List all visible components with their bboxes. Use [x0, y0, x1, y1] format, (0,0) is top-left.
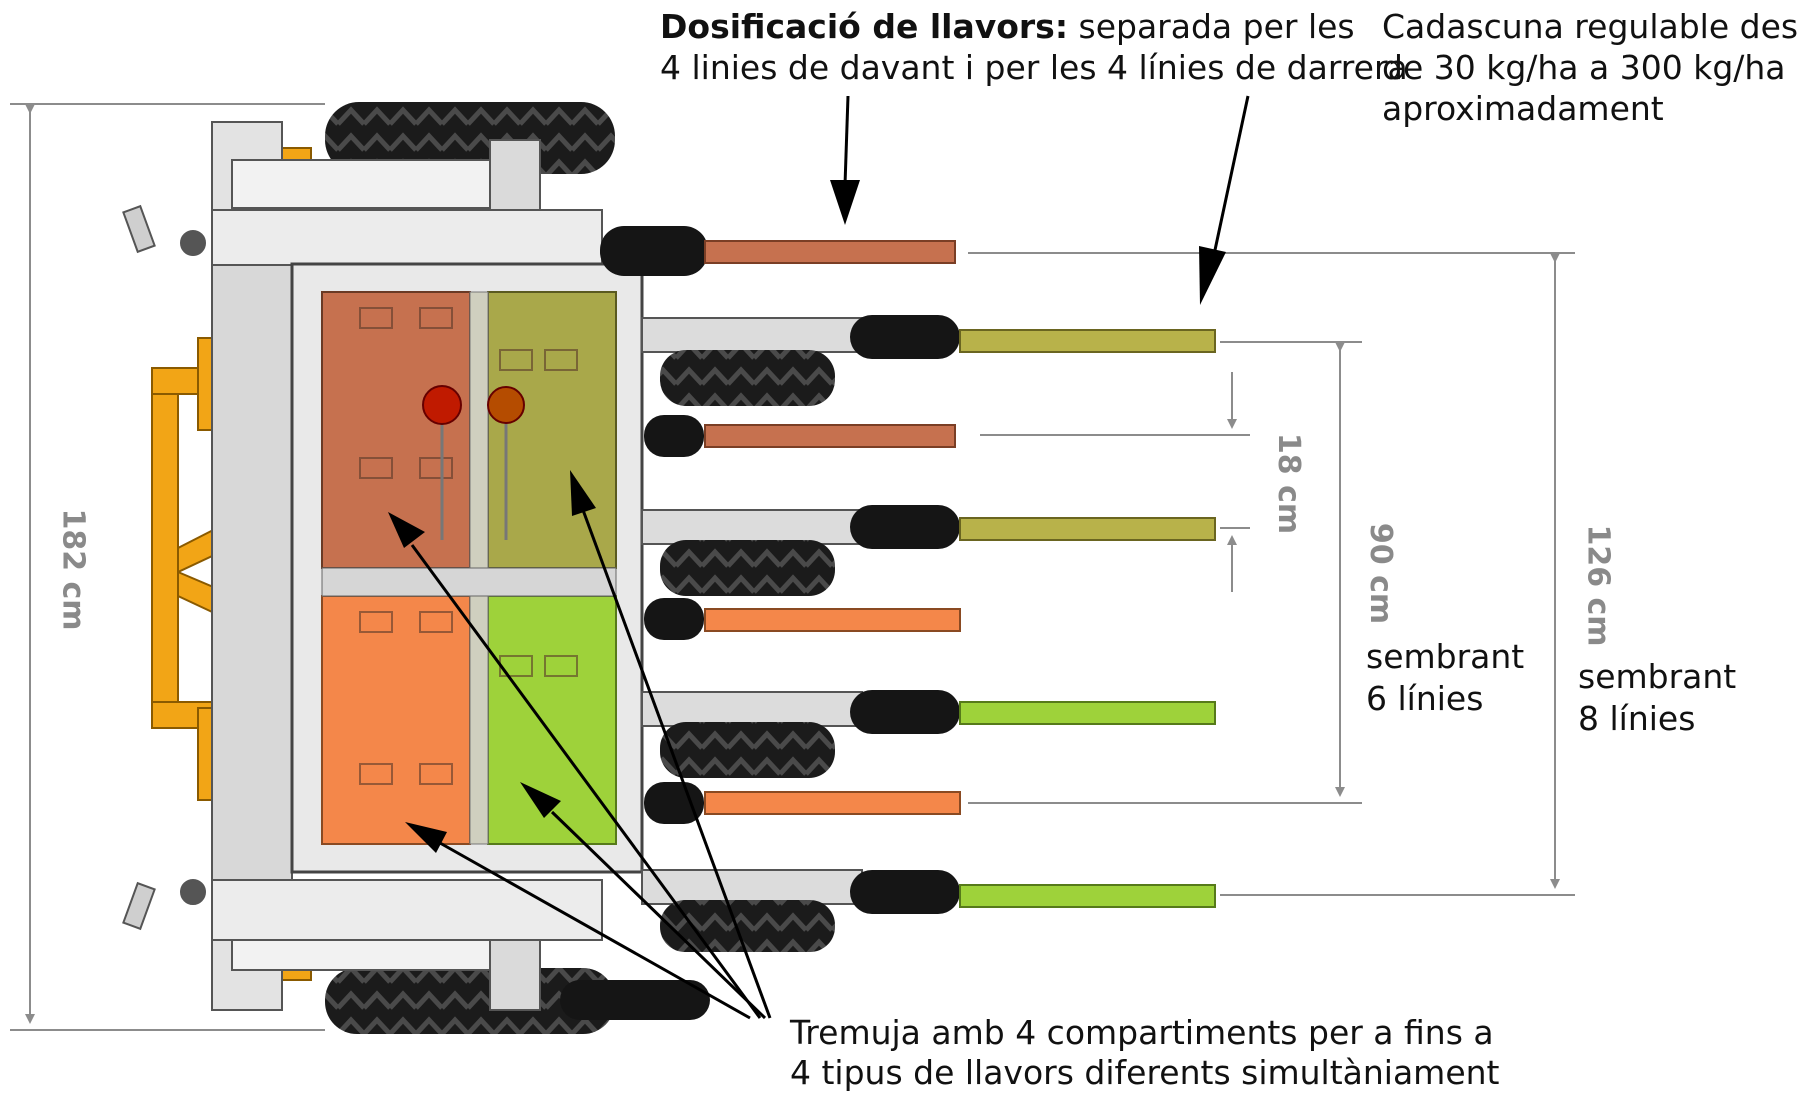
compartment-olive [487, 291, 617, 569]
seeder-machine-top-view [10, 95, 1575, 1034]
dosing-caption-line-2: 4 linies de davant i per les 4 línies de… [660, 48, 1408, 87]
tine-arms [641, 317, 863, 905]
diagram-stage: Dosificació de llavors: separada per les… [10, 6, 1798, 1092]
overall-width-dimension: 182 cm [55, 508, 91, 631]
eight-rows-label-line-1: sembrant [1578, 657, 1737, 696]
adjustable-caption-line-1: Cadascuna regulable des [1382, 7, 1798, 46]
six-rows-label-line-2: 6 línies [1366, 679, 1484, 718]
gauge-wheels [560, 226, 960, 1020]
rear-tire-top [325, 102, 615, 174]
six-row-width-dimension: 90 cm [1363, 522, 1399, 625]
adjustable-caption-line-3: aproximadament [1382, 89, 1664, 128]
dimension-lines [10, 103, 1575, 1031]
eight-rows-label-line-2: 8 línies [1578, 699, 1696, 738]
dosing-caption-line-1: Dosificació de llavors: separada per les [660, 6, 1355, 47]
eight-row-width-dimension: 126 cm [1580, 524, 1616, 647]
rear-tire-bottom [325, 968, 615, 1034]
six-rows-label-line-1: sembrant [1366, 637, 1525, 676]
chassis-frame [122, 121, 603, 1011]
agitator-levers [422, 385, 525, 540]
hopper-caption-line-1: Tremuja amb 4 compartiments per a fins a [790, 1013, 1494, 1052]
dosing-rest: separada per les [1068, 7, 1355, 46]
seed-tubes [704, 240, 1216, 908]
row-spacing-dimension: 18 cm [1271, 432, 1307, 535]
adjustable-caption-line-2: de 30 kg/ha a 300 kg/ha [1382, 48, 1786, 87]
hopper-caption-line-2: 4 tipus de llavors diferents simultàniam… [790, 1053, 1500, 1092]
dosing-heading: Dosificació de llavors: [660, 7, 1069, 46]
pointer-arrows [388, 95, 1250, 1020]
compartment-orange [321, 595, 471, 845]
